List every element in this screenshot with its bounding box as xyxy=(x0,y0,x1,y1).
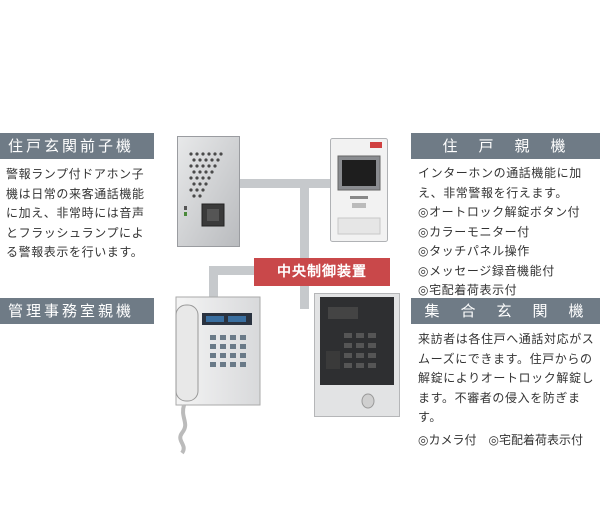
connector-left-vertical xyxy=(209,266,218,298)
feature-item: ◎宅配着荷表示付 xyxy=(418,283,518,297)
management-unit-image xyxy=(170,293,262,455)
dwelling-master-unit-text: インターホンの通話機能に加え、非常警報を行えます。 ◎オートロック解錠ボタン付 … xyxy=(418,164,596,301)
entrance-panel-image xyxy=(314,293,400,417)
feature-item: ◎メッセージ録音機能付 xyxy=(418,263,555,278)
feature-item: ◎オートロック解錠ボタン付 xyxy=(418,205,581,219)
feature-item: ◎カラーモニター付 xyxy=(418,224,530,239)
dwelling-master-unit-description: インターホンの通話機能に加え、非常警報を行えます。 xyxy=(418,166,582,200)
connector-vertical xyxy=(300,179,309,309)
collective-entrance-feature-line: ◎カメラ付 ◎宅配着荷表示付 xyxy=(418,432,583,447)
connector-top-horizontal xyxy=(240,179,344,188)
master-unit-image xyxy=(330,138,388,242)
dwelling-master-unit-title: 住 戸 親 機 xyxy=(411,133,600,159)
feature-item: ◎タッチパネル操作 xyxy=(418,244,530,258)
dwelling-master-feature-list: ◎オートロック解錠ボタン付 ◎カラーモニター付 ◎タッチパネル操作 ◎メッセージ… xyxy=(418,203,596,301)
central-control-label: 中央制御装置 xyxy=(254,258,390,286)
collective-entrance-unit-description: 来訪者は各住戸へ通話対応がスムーズにできます。住戸からの解錠によりオートロック解… xyxy=(418,332,595,424)
door-station-image xyxy=(177,136,240,247)
management-office-unit-title: 管理事務室親機 xyxy=(0,298,154,324)
collective-entrance-unit-text: 来訪者は各住戸へ通話対応がスムーズにできます。住戸からの解錠によりオートロック解… xyxy=(418,330,598,450)
dwelling-entrance-unit-title: 住戸玄関前子機 xyxy=(0,133,154,159)
dwelling-entrance-unit-description: 警報ランプ付ドアホン子機は日常の来客通話機能に加え、非常時には音声とフラッシュラ… xyxy=(6,167,145,259)
collective-entrance-unit-title: 集 合 玄 関 機 xyxy=(411,298,600,324)
